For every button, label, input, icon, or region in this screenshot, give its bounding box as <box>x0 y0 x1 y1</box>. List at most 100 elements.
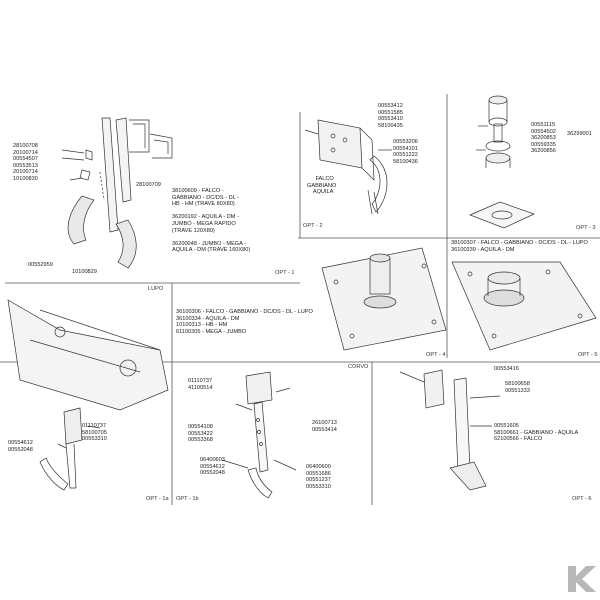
model-name: GABBIANO <box>307 182 337 189</box>
part-number: 10100830 <box>13 175 38 182</box>
panel-tag: OPT - 2 <box>303 223 323 229</box>
part-number: 00553310 <box>306 483 331 490</box>
part-number: 10100829 <box>72 269 97 275</box>
panel-opt-1b-right-codes-2: 06400600 00551686 00551237 00553310 <box>306 464 331 490</box>
part-number: 36200856 <box>531 148 556 155</box>
part-number: 00553513 <box>13 162 38 169</box>
panel-tag: OPT - 4 <box>426 352 446 358</box>
panel-tag: OPT - 1b <box>176 496 199 502</box>
panel-opt-1b-left-codes-1: 00554108 00553422 00553368 <box>188 424 213 444</box>
desc-line: JUMBO - MEGA RAPIDO <box>172 220 236 227</box>
desc-line: HB - HM (TRAVE 80X80) <box>172 201 235 208</box>
desc-line <box>172 234 250 241</box>
panel-tag: OPT - 1a <box>146 496 169 502</box>
panel-opt-4-drawing <box>321 247 447 351</box>
panel-opt-1-description: 38100609 - FALCO - GABBIANO - DC/DS - DL… <box>172 188 250 254</box>
desc-line: 36100339 - AQUILA - DM <box>451 246 515 253</box>
desc-line: 61100305 - MEGA - JUMBO <box>176 328 247 335</box>
panel-opt-6-bottom-codes: 00551605 58100661 - GABBIANO - AQUILA 62… <box>494 423 578 443</box>
part-number: 00554507 <box>13 156 38 163</box>
panel-opt-3-codes: 00551115 00554502 36200853 00559335 3620… <box>531 122 556 155</box>
part-number: 58100436 <box>393 158 418 165</box>
part-number: 00554612 <box>8 440 33 446</box>
panel-opt-2-drawing <box>304 119 392 215</box>
panel-opt-1a-drawing <box>7 299 169 491</box>
part-number: 00559335 <box>531 141 556 148</box>
part-number: 00554101 <box>393 145 418 152</box>
part-number: 00553416 <box>494 366 519 372</box>
part-number: 00553310 <box>82 436 107 443</box>
part-number: 00554502 <box>531 128 556 135</box>
desc-line: (TRAVE 120X80) <box>172 227 215 234</box>
panel-opt-1b-right-codes-1: 26100713 00553414 <box>312 420 337 433</box>
part-number: 20100714 <box>13 149 38 156</box>
part-number: 00553414 <box>312 426 337 433</box>
panel-opt-5-description: 38100307 - FALCO - GABBIANO - DC/DS - DL… <box>451 240 588 253</box>
part-number: 36200853 <box>531 135 556 142</box>
panel-opt-1b-drawing <box>221 371 297 499</box>
desc-line: 38100609 - FALCO - <box>172 188 224 194</box>
desc-line: 36100334 - AQUILA - DM <box>176 315 240 322</box>
part-number: 58100705 <box>82 429 107 436</box>
part-number: 28100708 <box>13 143 38 149</box>
part-number: 58100435 <box>378 122 403 129</box>
part-number: 20100714 <box>13 169 38 176</box>
part-number: 01110737 <box>82 423 107 429</box>
panel-opt-6-right-codes: 58100658 00551333 <box>505 381 530 394</box>
panel-opt-3-drawing <box>469 95 535 229</box>
part-number: 06400600 <box>306 464 331 470</box>
part-number: 00554108 <box>188 424 213 430</box>
panel-opt-1-drawing <box>61 117 173 269</box>
part-number: 36299001 <box>567 131 592 137</box>
panel-opt-4-description: 36100306 - FALCO - GABBIANO - DC/DS - DL… <box>176 309 313 335</box>
desc-line: 38100307 - FALCO - GABBIANO - DC/DS - DL… <box>451 240 588 246</box>
part-number: 00554612 <box>200 463 225 470</box>
part-number: 00553410 <box>378 116 403 123</box>
model-name: FALCO <box>315 176 334 182</box>
desc-line: 10100313 - HB - HM <box>176 322 228 329</box>
panel-tag: OPT - 5 <box>578 352 598 358</box>
desc-line <box>172 208 250 215</box>
panel-opt-1a-right-codes: 01110737 58100705 00553310 <box>82 423 107 443</box>
model-name: LUPO <box>148 286 164 292</box>
desc-line: 36100306 - FALCO - GABBIANO - DC/DS - DL… <box>176 309 313 315</box>
part-number: 58100658 <box>505 381 530 387</box>
desc-line: AQUILA - DM (TRAVE 160X80) <box>172 247 251 254</box>
desc-line: 36200048 - JUMBO - MEGA - <box>172 240 246 247</box>
model-name: CORVO <box>348 364 369 370</box>
panel-opt-1b-top-codes: 01110737 41100514 <box>188 378 212 391</box>
part-number: 00551605 <box>494 423 519 429</box>
panel-tag: OPT - 6 <box>572 496 592 502</box>
part-number: 00552959 <box>28 262 53 268</box>
kverneland-k-logo <box>568 566 596 592</box>
desc-line: GABBIANO - DC/DS - DL - <box>172 194 239 201</box>
part-number: 06400603 <box>200 457 225 463</box>
part-number: 00553412 <box>378 103 403 109</box>
part-number: 00553206 <box>393 139 418 145</box>
panel-opt-2-top-codes: 00553412 00551585 00553410 58100435 <box>378 103 403 129</box>
part-number: 00552048 <box>200 470 225 477</box>
part-number: 00553422 <box>188 430 213 437</box>
part-number: 00553368 <box>188 437 213 444</box>
panel-tag: OPT - 1 <box>275 270 295 276</box>
desc-line: 36200192 - AQUILA - DM - <box>172 214 239 221</box>
part-number: 00551333 <box>505 387 530 394</box>
part-number: 00551115 <box>531 122 556 128</box>
panel-opt-1a-left-codes: 00554612 00552048 <box>8 440 33 453</box>
part-number: 28100709 <box>136 182 161 188</box>
part-number: 00551222 <box>393 152 418 159</box>
panel-opt-2-model-label: FALCO GABBIANO AQUILA <box>307 176 336 196</box>
panel-opt-6-drawing <box>399 369 501 491</box>
part-number: 00551237 <box>306 477 331 484</box>
panel-tag: OPT - 3 <box>576 225 596 231</box>
panel-opt-6-top-codes: 00553416 <box>494 366 519 373</box>
part-number: 00551686 <box>306 470 331 477</box>
panel-opt-1b-left-codes-2: 06400603 00554612 00552048 <box>200 457 225 477</box>
part-number: 41100514 <box>188 384 213 391</box>
part-number: 00552048 <box>8 446 33 453</box>
part-number: 58100661 - GABBIANO - AQUILA <box>494 429 579 436</box>
part-number: 01110737 <box>188 378 213 384</box>
model-name: AQUILA <box>312 189 334 196</box>
panel-opt-2-right-codes: 00553206 00554101 00551222 58100436 <box>393 139 418 165</box>
